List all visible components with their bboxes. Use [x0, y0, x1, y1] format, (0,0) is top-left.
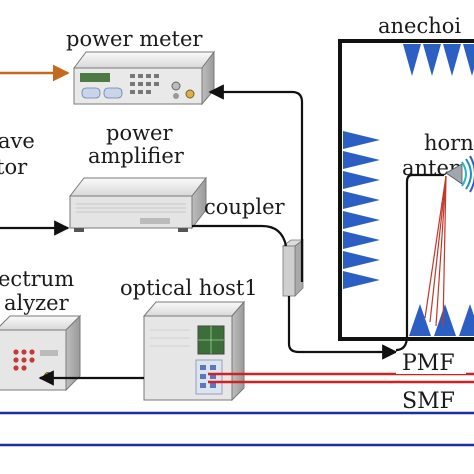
cable-amplifier-to-coupler: [192, 224, 288, 247]
absorber-wedge: [443, 44, 461, 76]
absorber-wedge: [343, 171, 380, 189]
power-amplifier-device-icon: [68, 176, 208, 232]
absorber-wedge: [343, 131, 380, 149]
wave-label-fragment: ave: [0, 129, 35, 153]
absorber-wedge: [343, 231, 380, 249]
coupler-label: coupler: [204, 195, 286, 219]
absorber-wedge: [409, 304, 431, 336]
antenna-cable: [395, 173, 444, 352]
horn-label: horn: [424, 131, 474, 155]
rf-cables: [0, 84, 398, 386]
wall-absorbers: [343, 131, 380, 289]
absorber-wedge: [434, 304, 456, 336]
absorber-wedge: [463, 44, 474, 76]
absorber-wedge: [343, 191, 380, 209]
anechoic-label: anechoi: [378, 14, 461, 38]
absorber-wedge: [343, 211, 380, 229]
power-meter-device-icon: [73, 50, 215, 106]
spectrum-label: ectrum: [0, 267, 74, 291]
floor-absorbers: [409, 304, 474, 336]
chamber-wall: [338, 39, 474, 341]
cable-coupler-to-chamber: [287, 296, 398, 360]
absorber-wedge: [459, 304, 474, 336]
spectrum-analyzer-device-icon: [0, 314, 82, 392]
absorber-wedge: [403, 44, 421, 76]
absorber-wedge: [343, 271, 380, 289]
optical-host-device-icon: [142, 300, 246, 402]
generator-label-fragment: tor: [0, 155, 28, 179]
horn-antenna-icon: [445, 155, 474, 193]
amplifier-label: amplifier: [88, 144, 185, 168]
absorber-wedge: [343, 151, 380, 169]
radiation-beams: [424, 175, 447, 327]
coupler-device-icon: [281, 239, 305, 297]
analyzer-label: alyzer: [4, 291, 70, 315]
optical-host1-label: optical host1: [120, 276, 258, 300]
power-meter-label: power meter: [66, 27, 203, 51]
pmf-label: PMF: [402, 351, 455, 376]
cable-coupler-to-power-meter: [208, 84, 304, 282]
absorber-wedge: [423, 44, 441, 76]
absorber-wedge: [343, 251, 380, 269]
anechoic-chamber: anechoi horn anten: [338, 14, 474, 352]
smf-label: SMF: [402, 389, 455, 414]
ceiling-absorbers: [403, 44, 474, 76]
power-label: power: [106, 121, 173, 145]
